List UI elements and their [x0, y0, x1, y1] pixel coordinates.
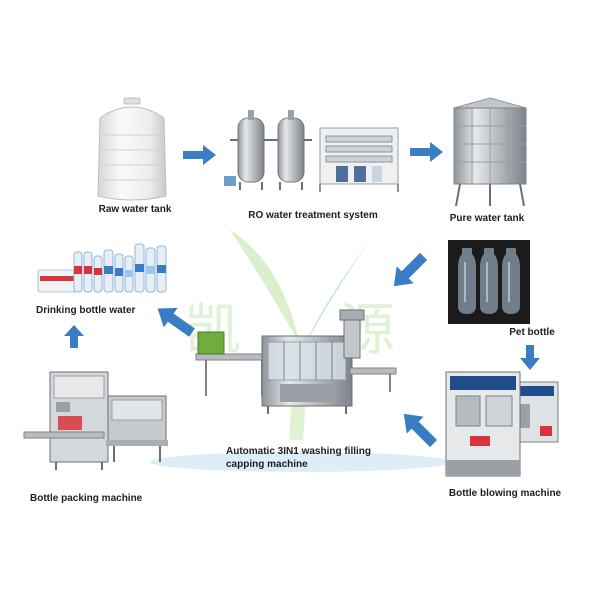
- ro-system-label: RO water treatment system: [248, 210, 378, 221]
- bottle-packing-machine-label: Bottle packing machine: [30, 493, 143, 504]
- filling-machine-label-line2: capping machine: [226, 459, 308, 470]
- drinking-bottle-water-label: Drinking bottle water: [36, 305, 136, 316]
- raw-water-tank-label: Raw water tank: [98, 204, 172, 215]
- pet-bottle-label: Pet bottle: [509, 327, 555, 338]
- watermark-swoosh: [150, 452, 450, 472]
- filling-machine-label-line1: Automatic 3IN1 washing filling: [226, 446, 372, 457]
- pure-water-tank-label: Pure water tank: [449, 213, 525, 224]
- bottle-blowing-machine-label: Bottle blowing machine: [448, 488, 562, 499]
